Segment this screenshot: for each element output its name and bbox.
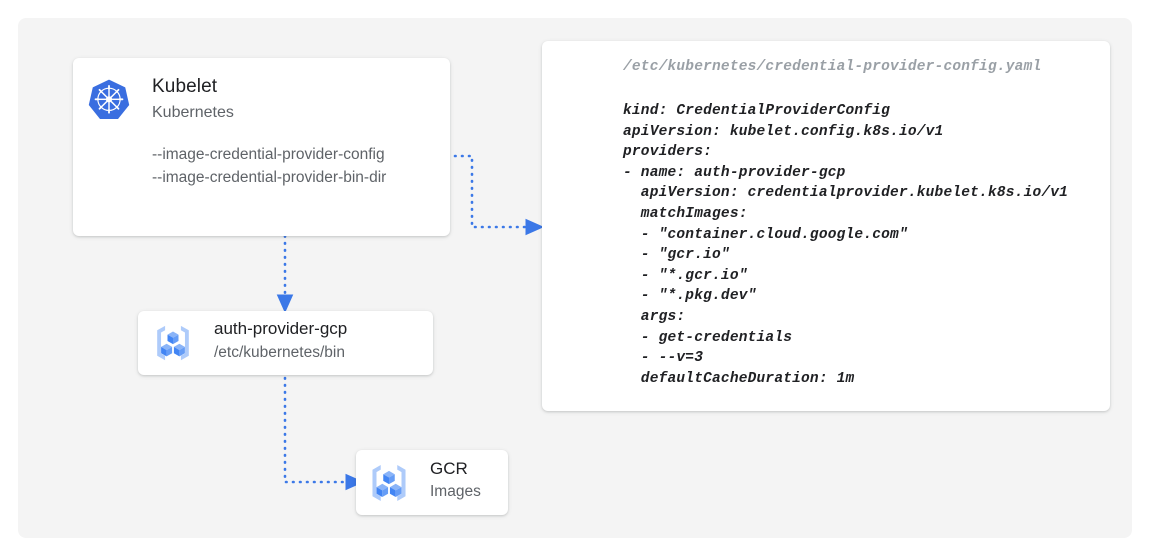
gcp-container-registry-icon [157, 325, 189, 361]
auth-provider-path: /etc/kubernetes/bin [214, 344, 345, 361]
gcr-card[interactable]: GCR Images [356, 450, 508, 515]
gcp-container-registry-icon [372, 465, 406, 501]
credential-provider-config-yaml-card[interactable]: /etc/kubernetes/credential-provider-conf… [542, 41, 1110, 411]
kubernetes-logo-icon [88, 79, 130, 119]
kubelet-subtitle: Kubernetes [152, 104, 234, 121]
kubelet-card[interactable]: Kubelet Kubernetes --image-credential-pr… [73, 58, 450, 236]
auth-provider-gcp-card[interactable]: auth-provider-gcp /etc/kubernetes/bin [138, 311, 433, 375]
kubelet-flag-image-credential-provider-bin-dir: --image-credential-provider-bin-dir [152, 169, 387, 186]
kubelet-flag-image-credential-provider-config: --image-credential-provider-config [152, 146, 385, 163]
gcr-subtitle: Images [430, 483, 481, 500]
yaml-content: kind: CredentialProviderConfig apiVersio… [623, 103, 1069, 387]
auth-provider-title: auth-provider-gcp [214, 319, 348, 338]
yaml-filename-label: /etc/kubernetes/credential-provider-conf… [623, 59, 1042, 75]
kubelet-title: Kubelet [152, 76, 218, 97]
gcr-title: GCR [430, 459, 468, 478]
